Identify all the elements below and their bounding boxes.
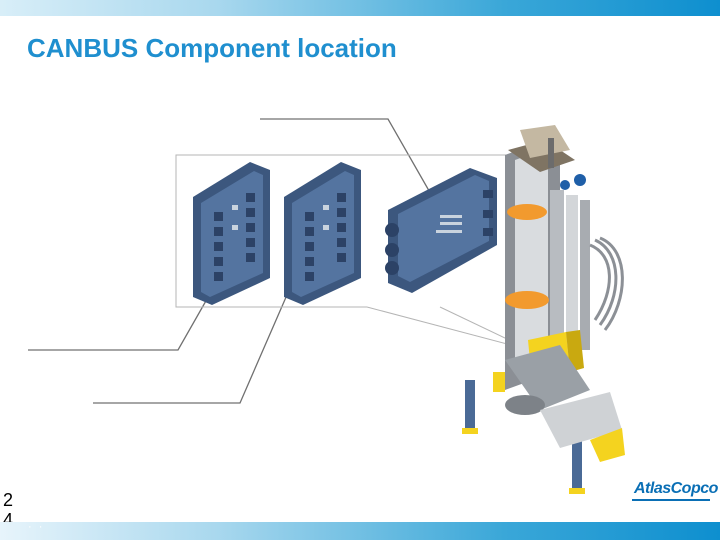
callout-line-left [28,284,216,351]
page-number: 24 [3,490,14,530]
io-module-icon [193,162,270,305]
top-banner [0,0,720,16]
callout-line-bottom [93,264,301,404]
callout-line-top [260,118,441,211]
io-module-icon [284,162,361,305]
control-unit-icon [385,168,497,293]
rig-illustration [462,125,625,494]
bottom-banner [0,522,720,540]
logo-text: AtlasCopco [634,480,718,497]
slide-title: CANBUS Component location [27,33,397,63]
atlas-copco-logo: AtlasCopco [628,472,718,508]
footer-dots: · · [28,521,45,533]
